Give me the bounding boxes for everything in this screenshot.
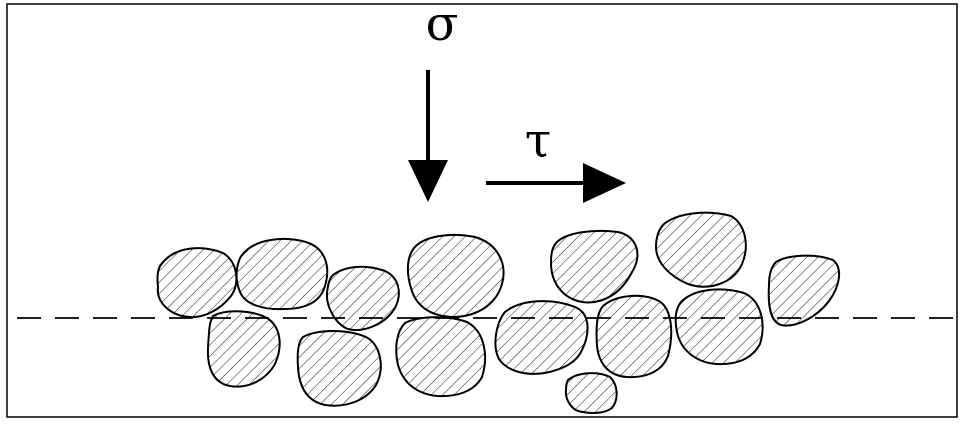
particle: [325, 265, 400, 331]
particle: [395, 316, 486, 398]
particle: [235, 238, 329, 311]
particle: [674, 288, 764, 366]
normal-stress-arrow: [408, 70, 448, 202]
tau-label: τ: [525, 113, 552, 169]
particle: [206, 310, 281, 388]
diagram-border: [6, 3, 958, 418]
particle: [406, 233, 505, 319]
particle: [549, 229, 639, 304]
particles: [156, 211, 841, 414]
particle: [654, 211, 747, 288]
sigma-label: σ: [426, 0, 459, 52]
shear-stress-arrow: [486, 163, 626, 203]
particle: [296, 330, 382, 407]
particle: [494, 300, 589, 375]
particle: [564, 372, 618, 414]
particle: [767, 254, 841, 327]
particle: [156, 247, 238, 319]
particle: [595, 294, 673, 379]
